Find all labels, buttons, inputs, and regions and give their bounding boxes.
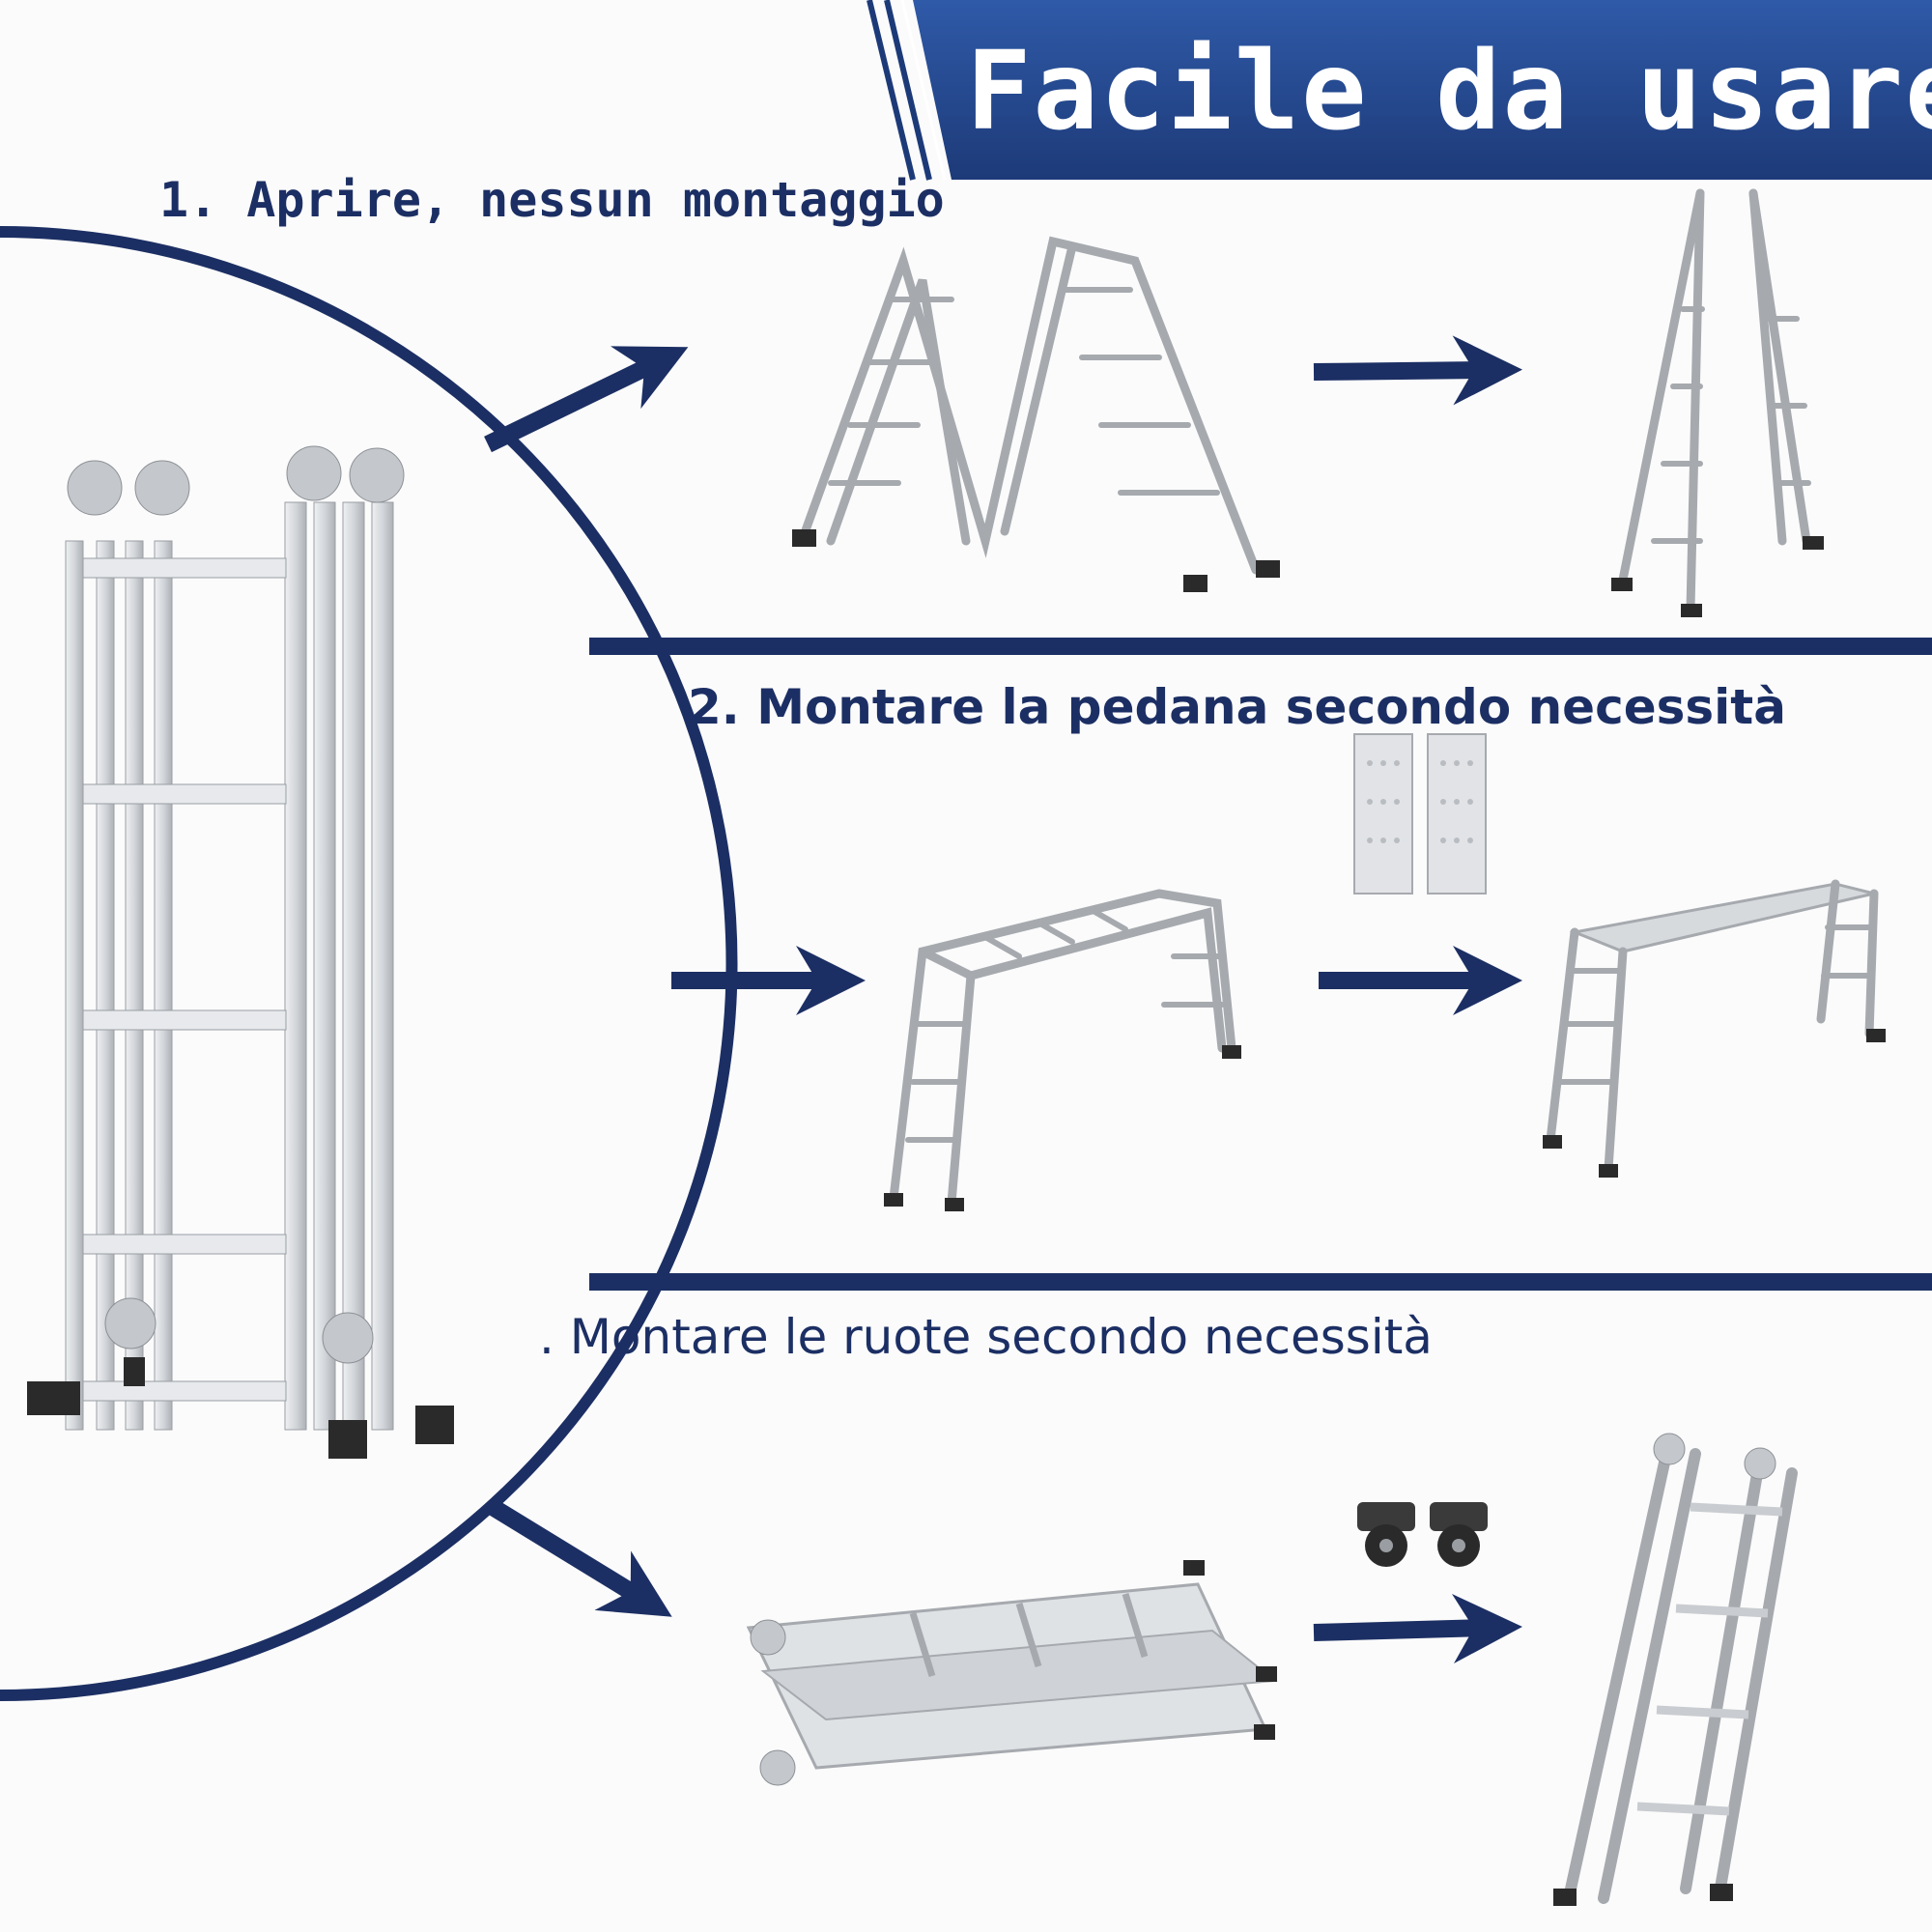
scaffold-ladder xyxy=(884,889,1241,1211)
page-title: Facile da usare xyxy=(966,29,1932,155)
divider-band-1 xyxy=(589,638,1932,655)
arrow-icon xyxy=(1313,335,1522,406)
ladder-with-wheels xyxy=(1553,1433,1798,1906)
header-banner xyxy=(867,0,1932,181)
zigzag-ladder xyxy=(792,236,1280,592)
step-1-label: 1. Aprire, nessun montaggio xyxy=(159,172,945,228)
wheel-icon xyxy=(1430,1502,1488,1567)
arrow-icon xyxy=(484,346,689,453)
a-frame-ladder xyxy=(1611,188,1824,617)
step-3-label: . Montare le ruote secondo necessità xyxy=(539,1309,1433,1365)
scaffold-with-platform xyxy=(1543,879,1886,1178)
ladder-folded-flat xyxy=(746,1560,1278,1786)
folded-ladder-large xyxy=(27,445,454,1459)
wheel-icon xyxy=(1357,1502,1415,1567)
circle-outline xyxy=(0,226,738,1701)
platform-boards xyxy=(1353,733,1487,895)
step-2-label: 2. Montare la pedana secondo necessità xyxy=(688,679,1786,735)
arrow-icon xyxy=(488,1499,672,1617)
arrow-icon xyxy=(1313,1594,1522,1663)
divider-band-2 xyxy=(589,1273,1932,1291)
